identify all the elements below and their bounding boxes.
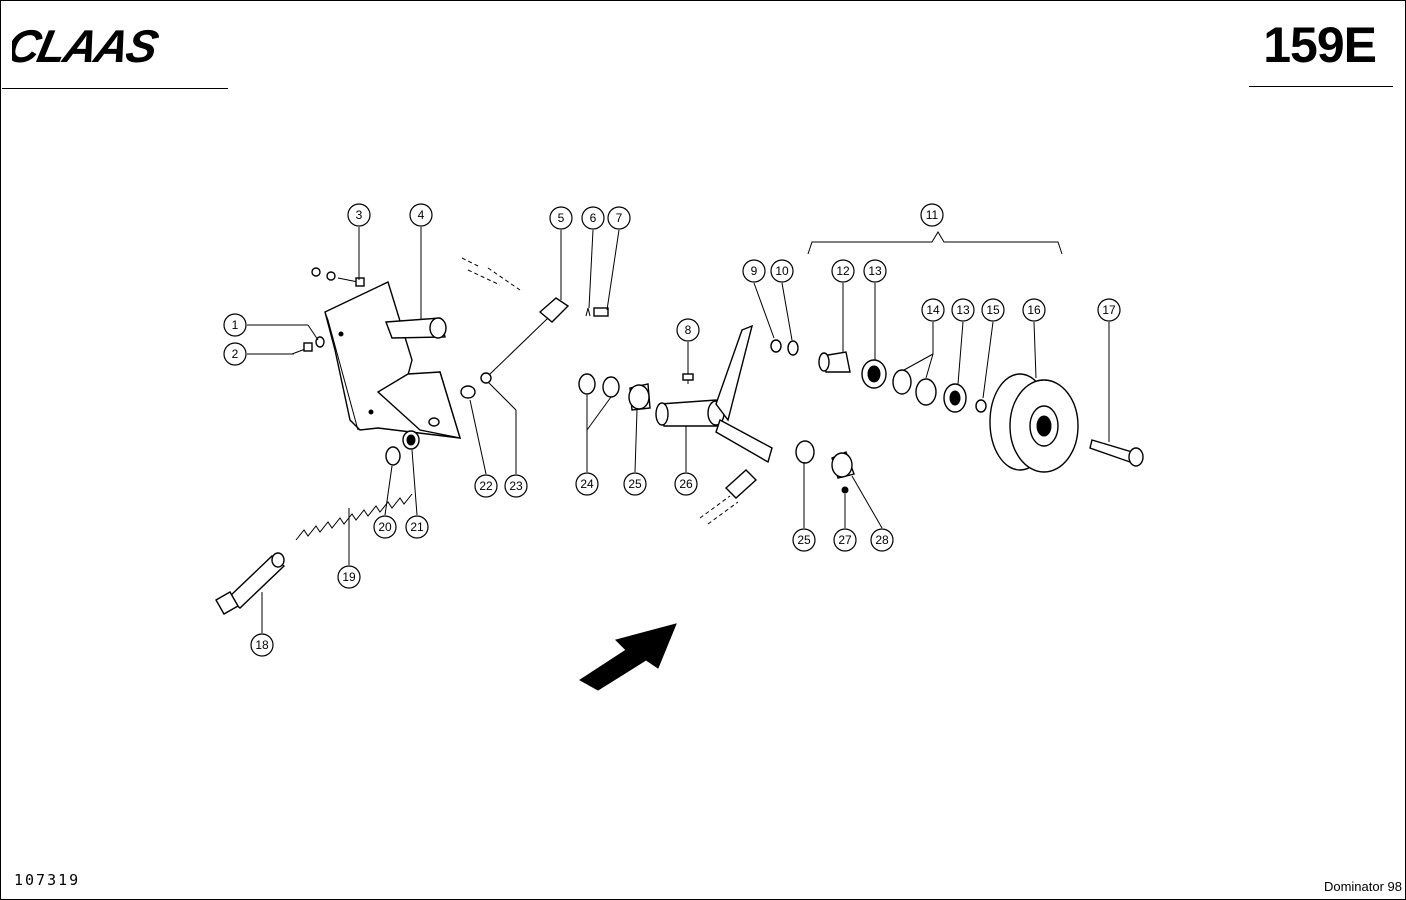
- svg-text:26: 26: [679, 477, 693, 491]
- svg-text:17: 17: [1102, 303, 1116, 317]
- svg-text:6: 6: [590, 211, 597, 225]
- svg-text:15: 15: [986, 303, 1000, 317]
- svg-text:3: 3: [356, 208, 363, 222]
- svg-text:1: 1: [232, 318, 239, 332]
- callout-14: 14: [921, 298, 945, 322]
- svg-text:25: 25: [797, 533, 811, 547]
- callout-4: 4: [409, 203, 433, 227]
- callout-17: 17: [1097, 298, 1121, 322]
- callout-9: 9: [742, 259, 766, 283]
- model-name: Dominator 98: [1323, 879, 1402, 894]
- page-code-rule: [1249, 86, 1393, 87]
- brand-logo: CLAAS: [2, 20, 232, 73]
- svg-text:21: 21: [410, 520, 424, 534]
- svg-text:19: 19: [342, 570, 356, 584]
- callout-3: 3: [347, 203, 371, 227]
- svg-text:CLAAS: CLAAS: [12, 24, 163, 68]
- callout-27: 27: [833, 528, 857, 552]
- callout-25b: 25: [792, 528, 816, 552]
- callout-13a: 13: [863, 259, 887, 283]
- svg-text:23: 23: [509, 479, 523, 493]
- callout-5: 5: [549, 206, 573, 230]
- svg-text:25: 25: [628, 477, 642, 491]
- svg-text:27: 27: [838, 533, 852, 547]
- callout-18: 18: [250, 633, 274, 657]
- callout-1: 1: [223, 313, 247, 337]
- drawing-number: 107319: [14, 871, 81, 889]
- svg-text:20: 20: [378, 520, 392, 534]
- callout-24: 24: [575, 472, 599, 496]
- long-bolt: [215, 552, 286, 615]
- svg-text:18: 18: [255, 638, 269, 652]
- callout-13b: 13: [951, 298, 975, 322]
- svg-text:9: 9: [751, 264, 758, 278]
- svg-text:11: 11: [926, 208, 939, 222]
- adjusting-rod: [460, 257, 609, 399]
- callout-25a: 25: [623, 472, 647, 496]
- svg-text:13: 13: [956, 303, 970, 317]
- svg-text:4: 4: [418, 208, 425, 222]
- svg-text:5: 5: [558, 211, 565, 225]
- svg-text:8: 8: [685, 323, 692, 337]
- callout-20: 20: [373, 515, 397, 539]
- bushings-left: [578, 373, 651, 411]
- callout-8: 8: [676, 318, 700, 342]
- callout-22: 22: [474, 474, 498, 498]
- callout-23: 23: [504, 474, 528, 498]
- washer-and-bolt-1-2: [291, 336, 325, 355]
- svg-text:28: 28: [875, 533, 889, 547]
- callout-19: 19: [337, 565, 361, 589]
- leader-lines: [247, 227, 1110, 633]
- callout-15: 15: [981, 298, 1005, 322]
- callout-11: 11: [920, 203, 944, 227]
- svg-text:14: 14: [926, 303, 940, 317]
- callout-10: 10: [770, 259, 794, 283]
- brand-rule: [2, 88, 228, 89]
- callout-6: 6: [581, 206, 605, 230]
- page-code: 159E: [1263, 17, 1377, 73]
- bracket-plate: [324, 281, 462, 439]
- bushings-right: [795, 440, 855, 494]
- svg-text:13: 13: [868, 264, 882, 278]
- callout-26: 26: [674, 472, 698, 496]
- swing-arm: [655, 324, 773, 525]
- svg-text:7: 7: [616, 211, 623, 225]
- callout-12: 12: [831, 259, 855, 283]
- spring: [295, 430, 420, 541]
- svg-text:22: 22: [479, 479, 493, 493]
- svg-text:24: 24: [580, 477, 594, 491]
- svg-text:16: 16: [1027, 303, 1041, 317]
- svg-text:2: 2: [232, 347, 239, 361]
- callout-28: 28: [870, 528, 894, 552]
- callout-21: 21: [405, 515, 429, 539]
- callout-16: 16: [1022, 298, 1046, 322]
- svg-text:10: 10: [775, 264, 789, 278]
- pulley-assembly: [770, 231, 1144, 473]
- bolt-3: [311, 267, 365, 287]
- svg-text:12: 12: [836, 264, 850, 278]
- callout-7: 7: [607, 206, 631, 230]
- callout-2: 2: [223, 342, 247, 366]
- direction-arrow: [579, 623, 677, 691]
